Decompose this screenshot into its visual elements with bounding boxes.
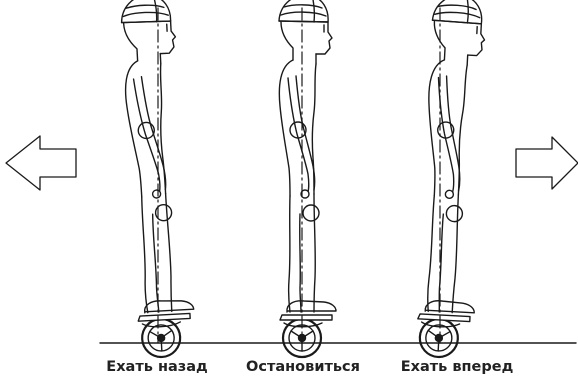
rider-forward: [415, 0, 491, 359]
label-stop: Остановиться: [228, 356, 378, 378]
label-ride-forward: Ехать вперед: [382, 356, 532, 378]
arrow-left-icon: [6, 136, 76, 190]
rider-stop: [279, 0, 336, 357]
arrow-right-icon: [516, 137, 578, 189]
label-ride-backward: Ехать назад: [82, 356, 232, 378]
